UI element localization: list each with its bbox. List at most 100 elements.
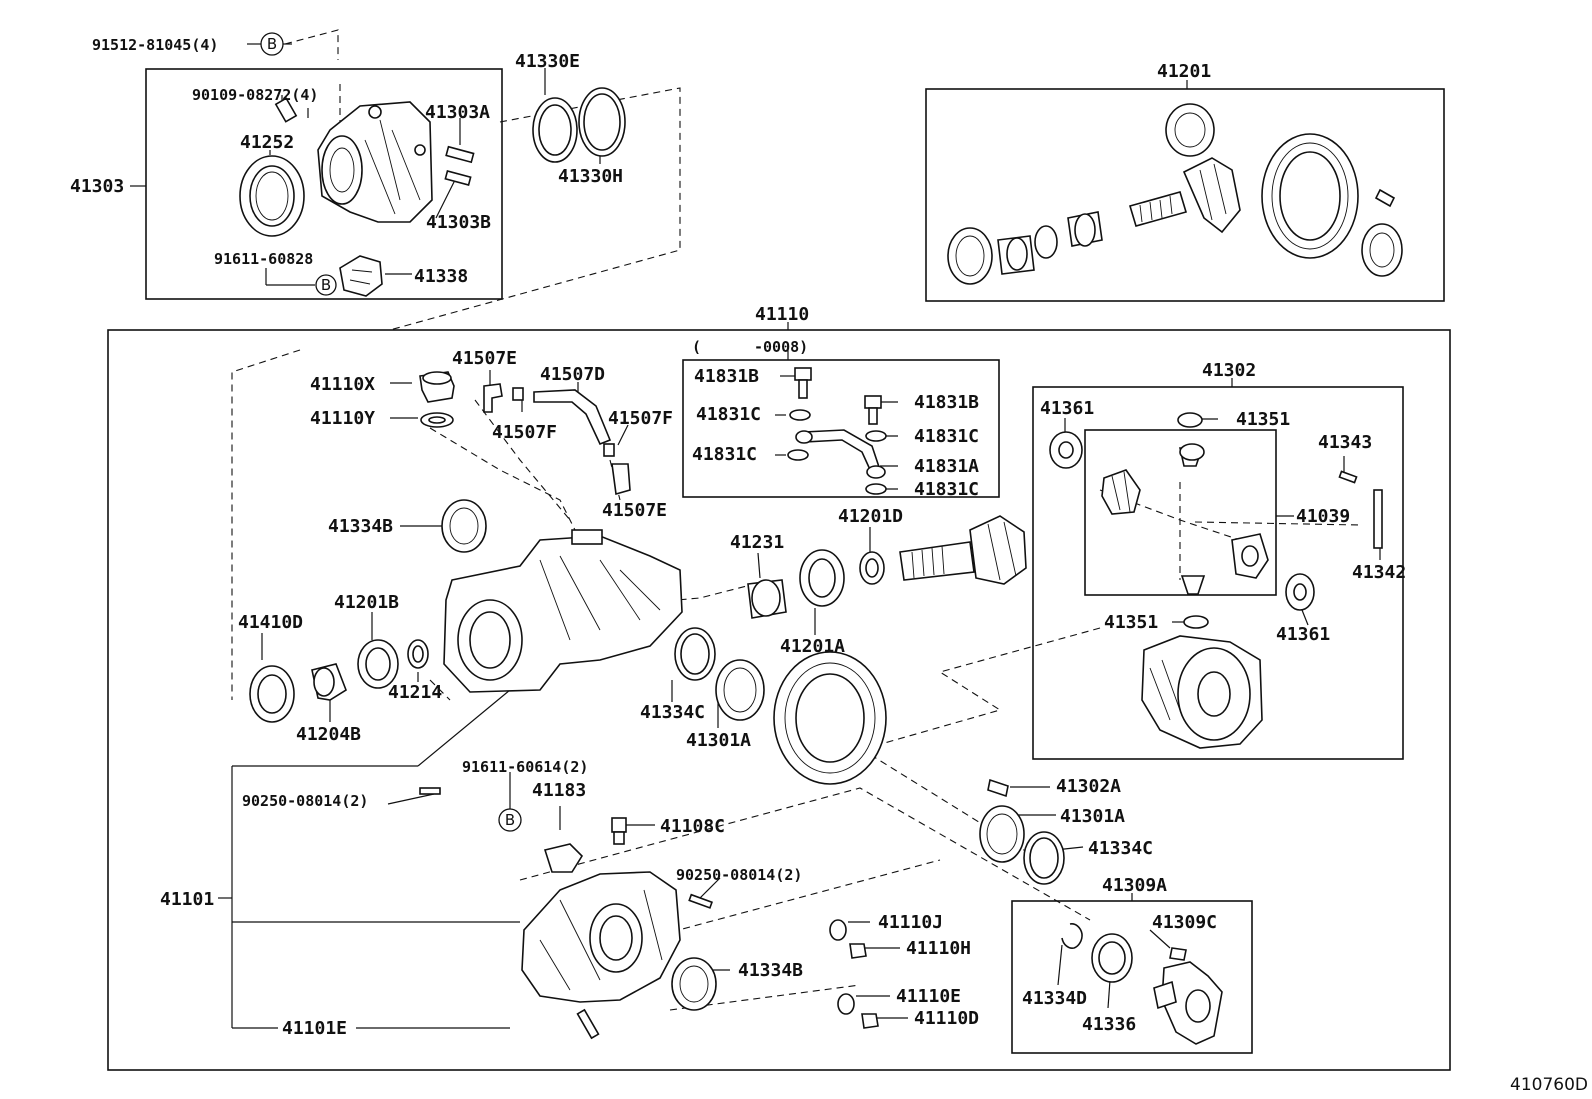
- seal-41330H: [578, 87, 626, 157]
- label-41110J: 41110J: [878, 912, 943, 933]
- label-41334C-left: 41334C: [640, 702, 705, 723]
- breather-41108C: [611, 817, 627, 845]
- figure-code: 410760D: [1510, 1075, 1588, 1095]
- dashed-alignment-lines: [231, 29, 1361, 1011]
- union-bolt-41831B-left: [794, 367, 812, 399]
- plug-41110X: [419, 371, 455, 403]
- clamp-41507F-lower: [603, 443, 615, 457]
- plug-41110D: [861, 1013, 879, 1029]
- label-41507F-left: 41507F: [492, 422, 557, 443]
- range-note-open: (: [692, 338, 701, 356]
- label-41330H: 41330H: [558, 166, 623, 187]
- label-41201A: 41201A: [780, 636, 845, 657]
- label-41342: 41342: [1352, 562, 1406, 583]
- oil-seal-41410D: [249, 665, 295, 723]
- label-41831C-3: 41831C: [692, 444, 757, 465]
- label-41338: 41338: [414, 266, 468, 287]
- label-41303: 41303: [70, 176, 124, 197]
- svg-text:B: B: [267, 35, 277, 53]
- washer-41110E: [837, 993, 855, 1015]
- label-41204B: 41204B: [296, 724, 361, 745]
- gear-set-41201: [947, 103, 1403, 285]
- label-41201: 41201: [1157, 61, 1211, 82]
- label-41361-top: 41361: [1040, 398, 1094, 419]
- group-box-41831-range: [682, 359, 1000, 498]
- label-41831B-right: 41831B: [914, 392, 979, 413]
- plug-41110H: [849, 943, 867, 959]
- label-41507F-right: 41507F: [608, 408, 673, 429]
- bearing-41334B-lower: [671, 957, 717, 1011]
- label-41336: 41336: [1082, 1014, 1136, 1035]
- label-41330E: 41330E: [515, 51, 580, 72]
- label-41831A: 41831A: [914, 456, 979, 477]
- label-41343: 41343: [1318, 432, 1372, 453]
- label-41252: 41252: [240, 132, 294, 153]
- cover-41183: [543, 843, 584, 873]
- gasket-41831C-a: [789, 409, 811, 421]
- label-41351-bottom: 41351: [1104, 612, 1158, 633]
- label-41110Y: 41110Y: [310, 408, 375, 429]
- bolt-90109-08272: [274, 97, 298, 123]
- label-41831C-4: 41831C: [914, 479, 979, 500]
- label-41831C-1: 41831C: [696, 404, 761, 425]
- label-41410D: 41410D: [238, 612, 303, 633]
- washer-41214: [407, 639, 429, 669]
- label-90250-08014-left: 90250-08014(2): [242, 792, 368, 810]
- label-91512-81045: 91512-81045(4): [92, 36, 218, 54]
- seal-41336: [1091, 933, 1133, 983]
- label-41201D: 41201D: [838, 506, 903, 527]
- rear-cover-41303: [317, 101, 433, 223]
- label-41108C: 41108C: [660, 816, 725, 837]
- bolt-41302A: [987, 778, 1009, 798]
- washer-41351-top: [1177, 412, 1203, 428]
- group-box-41110: [107, 329, 1451, 1071]
- bearing-41201B: [357, 639, 399, 689]
- bearing-41201A: [799, 549, 845, 607]
- washer-41110J: [829, 919, 847, 941]
- sleeve-41231: [747, 579, 787, 619]
- bracket-41338: [339, 255, 383, 297]
- ring-gear: [773, 651, 887, 785]
- union-bolt-41831B-right: [864, 395, 882, 425]
- bearing-41201D: [859, 551, 885, 585]
- seal-41330E: [532, 97, 578, 163]
- label-41110E: 41110E: [896, 986, 961, 1007]
- label-41039: 41039: [1296, 506, 1350, 527]
- label-41303B: 41303B: [426, 212, 491, 233]
- differential-case: [1141, 635, 1263, 749]
- group-box-41201: [925, 88, 1445, 302]
- svg-text:B: B: [505, 811, 515, 829]
- label-41334B-bottom: 41334B: [738, 960, 803, 981]
- rear-carrier-41101: [521, 871, 681, 1003]
- label-41301A-right: 41301A: [1060, 806, 1125, 827]
- label-41231: 41231: [730, 532, 784, 553]
- seal-41334C-right: [1023, 831, 1065, 885]
- label-41110: 41110: [755, 304, 809, 325]
- left-pin-90250-08014: [419, 787, 441, 795]
- part-labels: 91512-81045(4) 90109-08272(4) 41330E 413…: [70, 36, 1406, 1039]
- svg-text:B: B: [321, 276, 331, 294]
- pin-41343: [1338, 470, 1358, 484]
- label-41201B: 41201B: [334, 592, 399, 613]
- washer-41361-bottom: [1285, 573, 1315, 611]
- bearing-41301A-right: [979, 805, 1025, 863]
- label-41183: 41183: [532, 780, 586, 801]
- range-note-close: -0008): [754, 338, 808, 356]
- pinion-gears-41039: [1101, 443, 1269, 595]
- pin-41303A: [445, 145, 475, 164]
- label-90109-08272: 90109-08272(4): [192, 86, 318, 104]
- label-41302A: 41302A: [1056, 776, 1121, 797]
- bolt-41101E: [576, 1008, 600, 1040]
- label-41110D: 41110D: [914, 1008, 979, 1029]
- gasket-41831C-d: [865, 483, 887, 495]
- differential-carrier-41110: [443, 529, 683, 693]
- gasket-41831C-c: [865, 430, 887, 442]
- label-41309A: 41309A: [1102, 875, 1167, 896]
- washer-41361-top: [1049, 431, 1083, 469]
- label-41309C: 41309C: [1152, 912, 1217, 933]
- group-box-41039: [1084, 429, 1277, 596]
- bearing-41334B-upper: [441, 499, 487, 553]
- hose-41507D: [533, 389, 612, 446]
- label-41214: 41214: [388, 682, 442, 703]
